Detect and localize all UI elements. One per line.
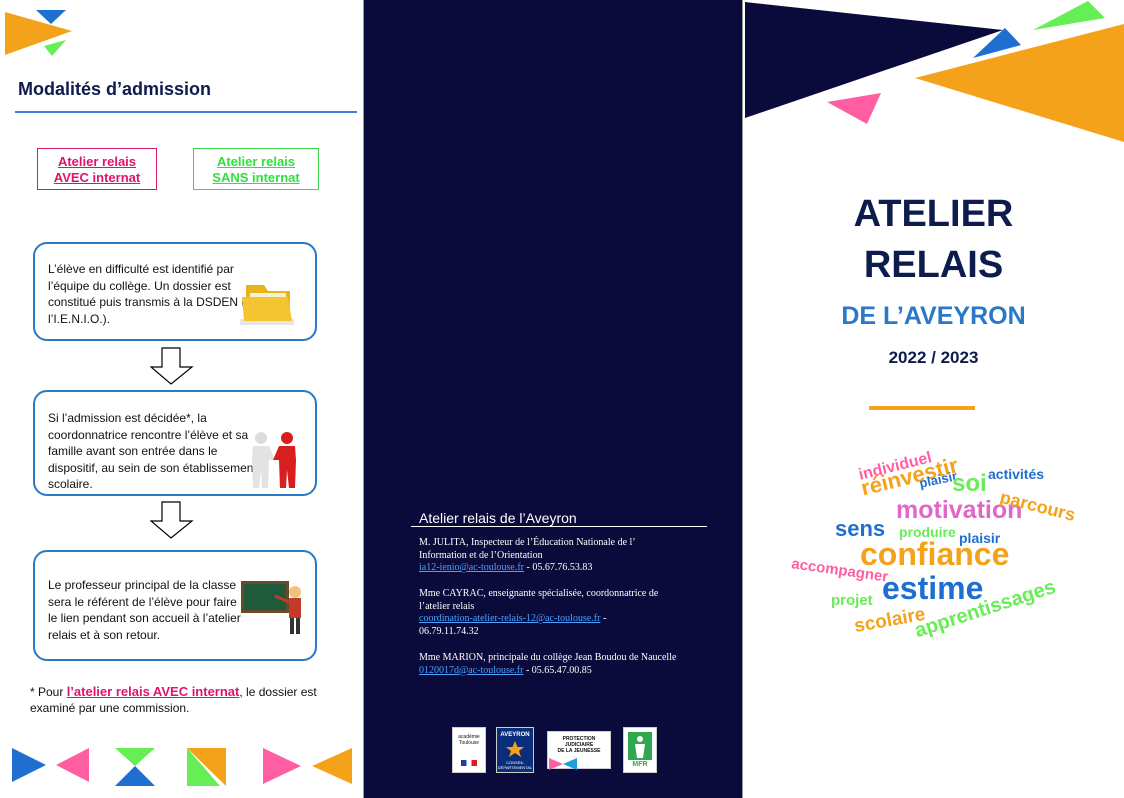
teacher-icon — [241, 581, 301, 634]
middle-panel: Atelier relais de l’Aveyron M. JULITA, I… — [364, 0, 743, 798]
tag-avec-line2: AVEC internat — [53, 170, 141, 185]
admission-heading: Modalités d’admission — [18, 79, 212, 99]
logo-academie: académie Toulouse — [452, 727, 486, 773]
star-icon — [506, 741, 524, 757]
contact-rule — [411, 526, 707, 527]
deco-b5 — [187, 748, 226, 786]
logo-aveyron: AVEYRON CONSEIL DÉPARTEMENTAL — [496, 727, 534, 773]
footnote: * Pour l’atelier relais AVEC internat, l… — [30, 684, 320, 716]
deco-b8 — [312, 748, 352, 784]
left-decoration — [5, 10, 352, 786]
step-identification: L’élève en difficulté est identifié par … — [33, 242, 317, 341]
contact-marion: Mme MARION, principale du collège Jean B… — [419, 652, 679, 677]
step-referent: Le professeur principal de la classe ser… — [33, 550, 317, 661]
deco-b6 — [187, 748, 220, 786]
deco-green-top — [44, 40, 66, 56]
deco-orange-triangle — [915, 24, 1124, 142]
word-motivation: motivation — [896, 496, 1023, 524]
contact2-line2: l’atelier relais — [419, 600, 475, 612]
contact3-line1: Mme MARION, principale du collège Jean B… — [419, 652, 677, 663]
right-panel: ATELIER RELAIS DE L’AVEYRON 2022 / 2023 … — [743, 0, 1124, 798]
word-cloud: individuel réinvestir plaisir soi activi… — [743, 430, 1124, 650]
logo1-line2: Toulouse — [458, 740, 479, 746]
contact2-phone-sep: - — [600, 613, 607, 624]
footnote-suffix: , le dossier est examiné par une commiss… — [30, 685, 317, 715]
tag-avec-line1: Atelier relais — [57, 154, 137, 169]
main-subtitle: DE L’AVEYRON — [841, 302, 1026, 330]
logo-mfr: MFR — [623, 727, 657, 773]
word-produire: produire — [899, 524, 956, 540]
logo4-label: MFR — [632, 761, 648, 768]
contact-cayrac: Mme CAYRAC, enseignante spécialisée, coo… — [419, 588, 679, 638]
tag-sans-line1: Atelier relais — [216, 154, 296, 169]
left-panel: Modalités d’admission Atelier relais AVE… — [0, 0, 364, 798]
footnote-highlight: l’atelier relais AVEC internat — [66, 684, 240, 699]
contact2-line1: Mme CAYRAC, enseignante spécialisée, coo… — [419, 588, 659, 599]
handshake-icon — [252, 432, 296, 488]
logo3-line1: PROTECTION JUDICIAIRE — [562, 736, 596, 748]
heading-rule — [15, 111, 357, 113]
down-arrow-icon — [150, 347, 194, 385]
word-plaisir-2: plaisir — [959, 530, 1001, 546]
pjj-emblem-icon — [549, 758, 577, 770]
folder-icon — [240, 285, 294, 325]
deco-blue-top — [36, 10, 66, 24]
tag-sans-internat: Atelier relais SANS internat — [193, 148, 319, 190]
school-years: 2022 / 2023 — [888, 348, 979, 367]
contact3-phone: - 05.65.47.00.85 — [523, 664, 592, 676]
contact-title: Atelier relais de l’Aveyron — [419, 510, 577, 526]
word-sens: sens — [835, 516, 886, 541]
contact1-line1: M. JULITA, Inspecteur de l’Éducation Nat… — [419, 537, 636, 548]
tag-sans-line2: SANS internat — [212, 170, 300, 185]
orange-divider — [869, 406, 975, 410]
footnote-prefix: * Pour — [30, 685, 67, 699]
mfr-figure-icon — [635, 736, 645, 758]
deco-b7 — [263, 748, 301, 784]
step3-text: Le professeur principal de la classe ser… — [48, 578, 241, 642]
word-projet: projet — [831, 592, 873, 609]
tag-avec-internat: Atelier relais AVEC internat — [37, 148, 157, 190]
deco-b2 — [56, 748, 89, 782]
word-soi: soi — [952, 470, 987, 497]
deco-b3 — [115, 748, 155, 766]
main-title-line2: RELAIS — [863, 244, 1004, 286]
contact3-email-link[interactable]: 0120017d@ac-toulouse.fr — [419, 664, 524, 676]
deco-green-triangle — [1033, 1, 1105, 30]
deco-b1 — [12, 748, 46, 782]
contact1-email-link[interactable]: ia12-ienio@ac-toulouse.fr — [419, 562, 525, 573]
logo2-line2: CONSEIL DÉPARTEMENTAL — [497, 760, 533, 770]
step2-text: Si l’admission est décidée*, la coordonn… — [48, 411, 257, 491]
deco-b4 — [115, 766, 155, 786]
logo3-line2: DE LA JEUNESSE — [557, 748, 601, 754]
deco-orange-top — [5, 12, 72, 55]
contact-julita: M. JULITA, Inspecteur de l’Éducation Nat… — [419, 537, 679, 575]
right-decoration — [745, 1, 1124, 142]
deco-navy-triangle — [745, 2, 1003, 118]
deco-pink-triangle — [827, 93, 881, 124]
contact1-phone: - 05.67.76.53.83 — [524, 562, 593, 573]
logo-pjj: PROTECTION JUDICIAIRE DE LA JEUNESSE — [547, 731, 611, 770]
deco-blue-triangle — [973, 28, 1021, 58]
word-confiance: confiance — [860, 536, 1010, 572]
word-estime: estime — [882, 570, 984, 606]
contact1-line2: Information et de l’Orientation — [419, 549, 543, 561]
down-arrow-icon — [150, 501, 194, 539]
step-meeting: Si l’admission est décidée*, la coordonn… — [33, 390, 317, 496]
logo2-line1: AVEYRON — [500, 732, 530, 738]
step1-text: L’élève en difficulté est identifié par … — [48, 262, 253, 326]
logo1-line1: académie — [458, 734, 480, 740]
contact2-phone: 06.79.11.74.32 — [419, 625, 479, 637]
contact2-email-link[interactable]: coordination-atelier-relais-12@ac-toulou… — [419, 613, 601, 624]
word-activites: activités — [988, 466, 1045, 482]
main-title-line1: ATELIER — [853, 193, 1014, 235]
